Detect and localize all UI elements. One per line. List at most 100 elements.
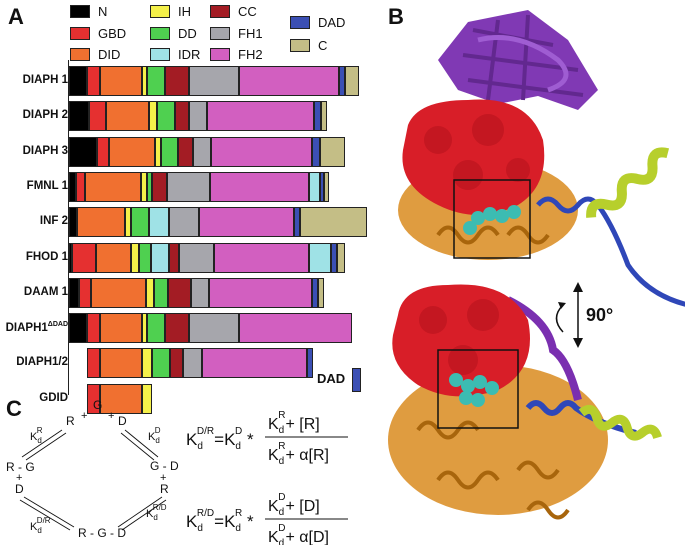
cycle-left-plus: +	[16, 472, 22, 484]
domain-segment-gbd	[87, 313, 100, 344]
legend-swatch	[70, 27, 90, 40]
domain-segment-gbd	[72, 242, 96, 273]
domain-segment-fh2	[202, 348, 307, 379]
domain-segment-dd	[152, 348, 170, 379]
domain-segment-c	[324, 171, 329, 202]
domain-segment-dd	[147, 66, 165, 96]
legend-item-dad: DAD	[290, 15, 345, 30]
domain-segment-gbd	[76, 171, 85, 202]
legend-swatch	[210, 27, 230, 40]
highlight-box-top	[453, 179, 531, 259]
domain-segment-gbd	[79, 277, 91, 308]
legend-label: FH1	[238, 26, 263, 41]
cycle-top-D: D	[118, 414, 127, 428]
legend-item-c: C	[290, 38, 327, 53]
orange-helical-domain-2	[388, 365, 608, 520]
cycle-bottom: R - G - D	[78, 526, 126, 540]
domain-segment-cc	[152, 171, 167, 202]
domain-segment-fh2	[214, 242, 309, 273]
svg-text:KdR+ [R]: KdR+ [R]	[268, 410, 320, 436]
legend-item-cc: CC	[210, 4, 257, 19]
domain-segment-fh2	[210, 171, 309, 202]
domain-segment-did	[100, 348, 142, 379]
red-surface	[402, 99, 545, 215]
legend-swatch	[150, 48, 170, 61]
protein-label: DIAPH 3	[22, 144, 68, 157]
svg-text:KdD: KdD	[148, 426, 161, 445]
domain-segment-ih	[125, 207, 131, 238]
legend-label: IDR	[178, 47, 201, 62]
cyan-ligand-2	[449, 373, 499, 407]
domain-segment-dad	[307, 348, 313, 379]
cycle-top-plus1: +	[81, 410, 87, 422]
domain-segment-gbd	[87, 383, 100, 414]
protein-label: DIAPH1/2	[16, 356, 68, 369]
domain-segment-idr	[149, 207, 169, 238]
domain-segment-n	[69, 277, 79, 308]
domain-segment-n	[69, 313, 87, 344]
domain-segment-fh2	[239, 313, 352, 344]
domain-segment-fh1	[167, 171, 210, 202]
legend-label: DAD	[318, 15, 346, 30]
legend-swatch	[290, 39, 310, 52]
legend-item-fh2: FH2	[210, 47, 263, 62]
purple-strand-2	[506, 296, 582, 401]
domain-segment-fh2	[239, 66, 339, 96]
legend-item-did: DID	[70, 47, 120, 62]
domain-segment-dd	[147, 313, 165, 344]
domain-segment-c	[318, 277, 324, 308]
domain-segment-dad	[331, 242, 337, 273]
domain-segment-did	[96, 242, 131, 273]
domain-segment-ih	[142, 66, 147, 96]
cycle-right-R: R	[160, 482, 169, 496]
domain-segment-did	[100, 66, 142, 96]
domain-segment-dad	[312, 277, 318, 308]
domain-segment-fh1	[193, 136, 211, 167]
domain-segment-c	[300, 207, 367, 238]
svg-text:KdD+ α[D]: KdD+ α[D]	[268, 523, 329, 545]
domain-segment-did	[100, 313, 142, 344]
domain-segment-dad	[294, 207, 300, 238]
domain-segment-fh2	[207, 101, 314, 132]
protein-label: DIAPH 2	[22, 109, 68, 122]
legend-label: DID	[98, 47, 121, 62]
svg-text:KdD/R: KdD/R	[30, 516, 51, 535]
domain-segment-did	[106, 101, 149, 132]
domain-segment-fh1	[179, 242, 214, 273]
svg-text:KdR/D=KdR *: KdR/D=KdR *	[186, 508, 254, 534]
domain-segment-fh1	[169, 207, 199, 238]
domain-segment-ih	[142, 313, 147, 344]
domain-segment-cc	[169, 242, 179, 273]
legend-label: N	[98, 4, 108, 19]
domain-segment-idr	[309, 171, 320, 202]
domain-segment-gbd	[89, 101, 106, 132]
domain-segment-idr	[309, 242, 331, 273]
rotation-label: 90°	[586, 305, 614, 325]
domain-segment-n	[69, 207, 77, 238]
svg-text:KdR+ α[R]: KdR+ α[R]	[268, 441, 329, 467]
protein-structure-illustration	[388, 10, 685, 520]
panel-b-letter: B	[388, 4, 404, 29]
svg-text:KdR: KdR	[30, 426, 43, 445]
domain-segment-cc	[175, 101, 189, 132]
domain-segment-dd	[147, 171, 152, 202]
blue-dad-helix	[536, 196, 685, 307]
domain-segment-ih	[142, 383, 152, 414]
legend-swatch	[210, 5, 230, 18]
yellow-helix-2	[578, 404, 662, 441]
highlight-box-bottom	[437, 349, 519, 429]
legend-item-dd: DD	[150, 26, 197, 41]
legend-label: GBD	[98, 26, 127, 41]
protein-label: FHOD 1	[25, 250, 68, 263]
domain-segment-cc	[165, 313, 189, 344]
domain-segment-fh2	[199, 207, 294, 238]
domain-segment-n	[69, 242, 72, 273]
domain-segment-ih	[131, 242, 139, 273]
domain-segment-did	[100, 383, 142, 414]
domain-segment-n	[69, 66, 87, 96]
domain-segment-n	[69, 171, 76, 202]
domain-segment-dd	[157, 101, 175, 132]
svg-text:KdR/D: KdR/D	[146, 503, 167, 522]
domain-segment-ih	[155, 136, 161, 167]
dad-swatch	[352, 368, 361, 392]
